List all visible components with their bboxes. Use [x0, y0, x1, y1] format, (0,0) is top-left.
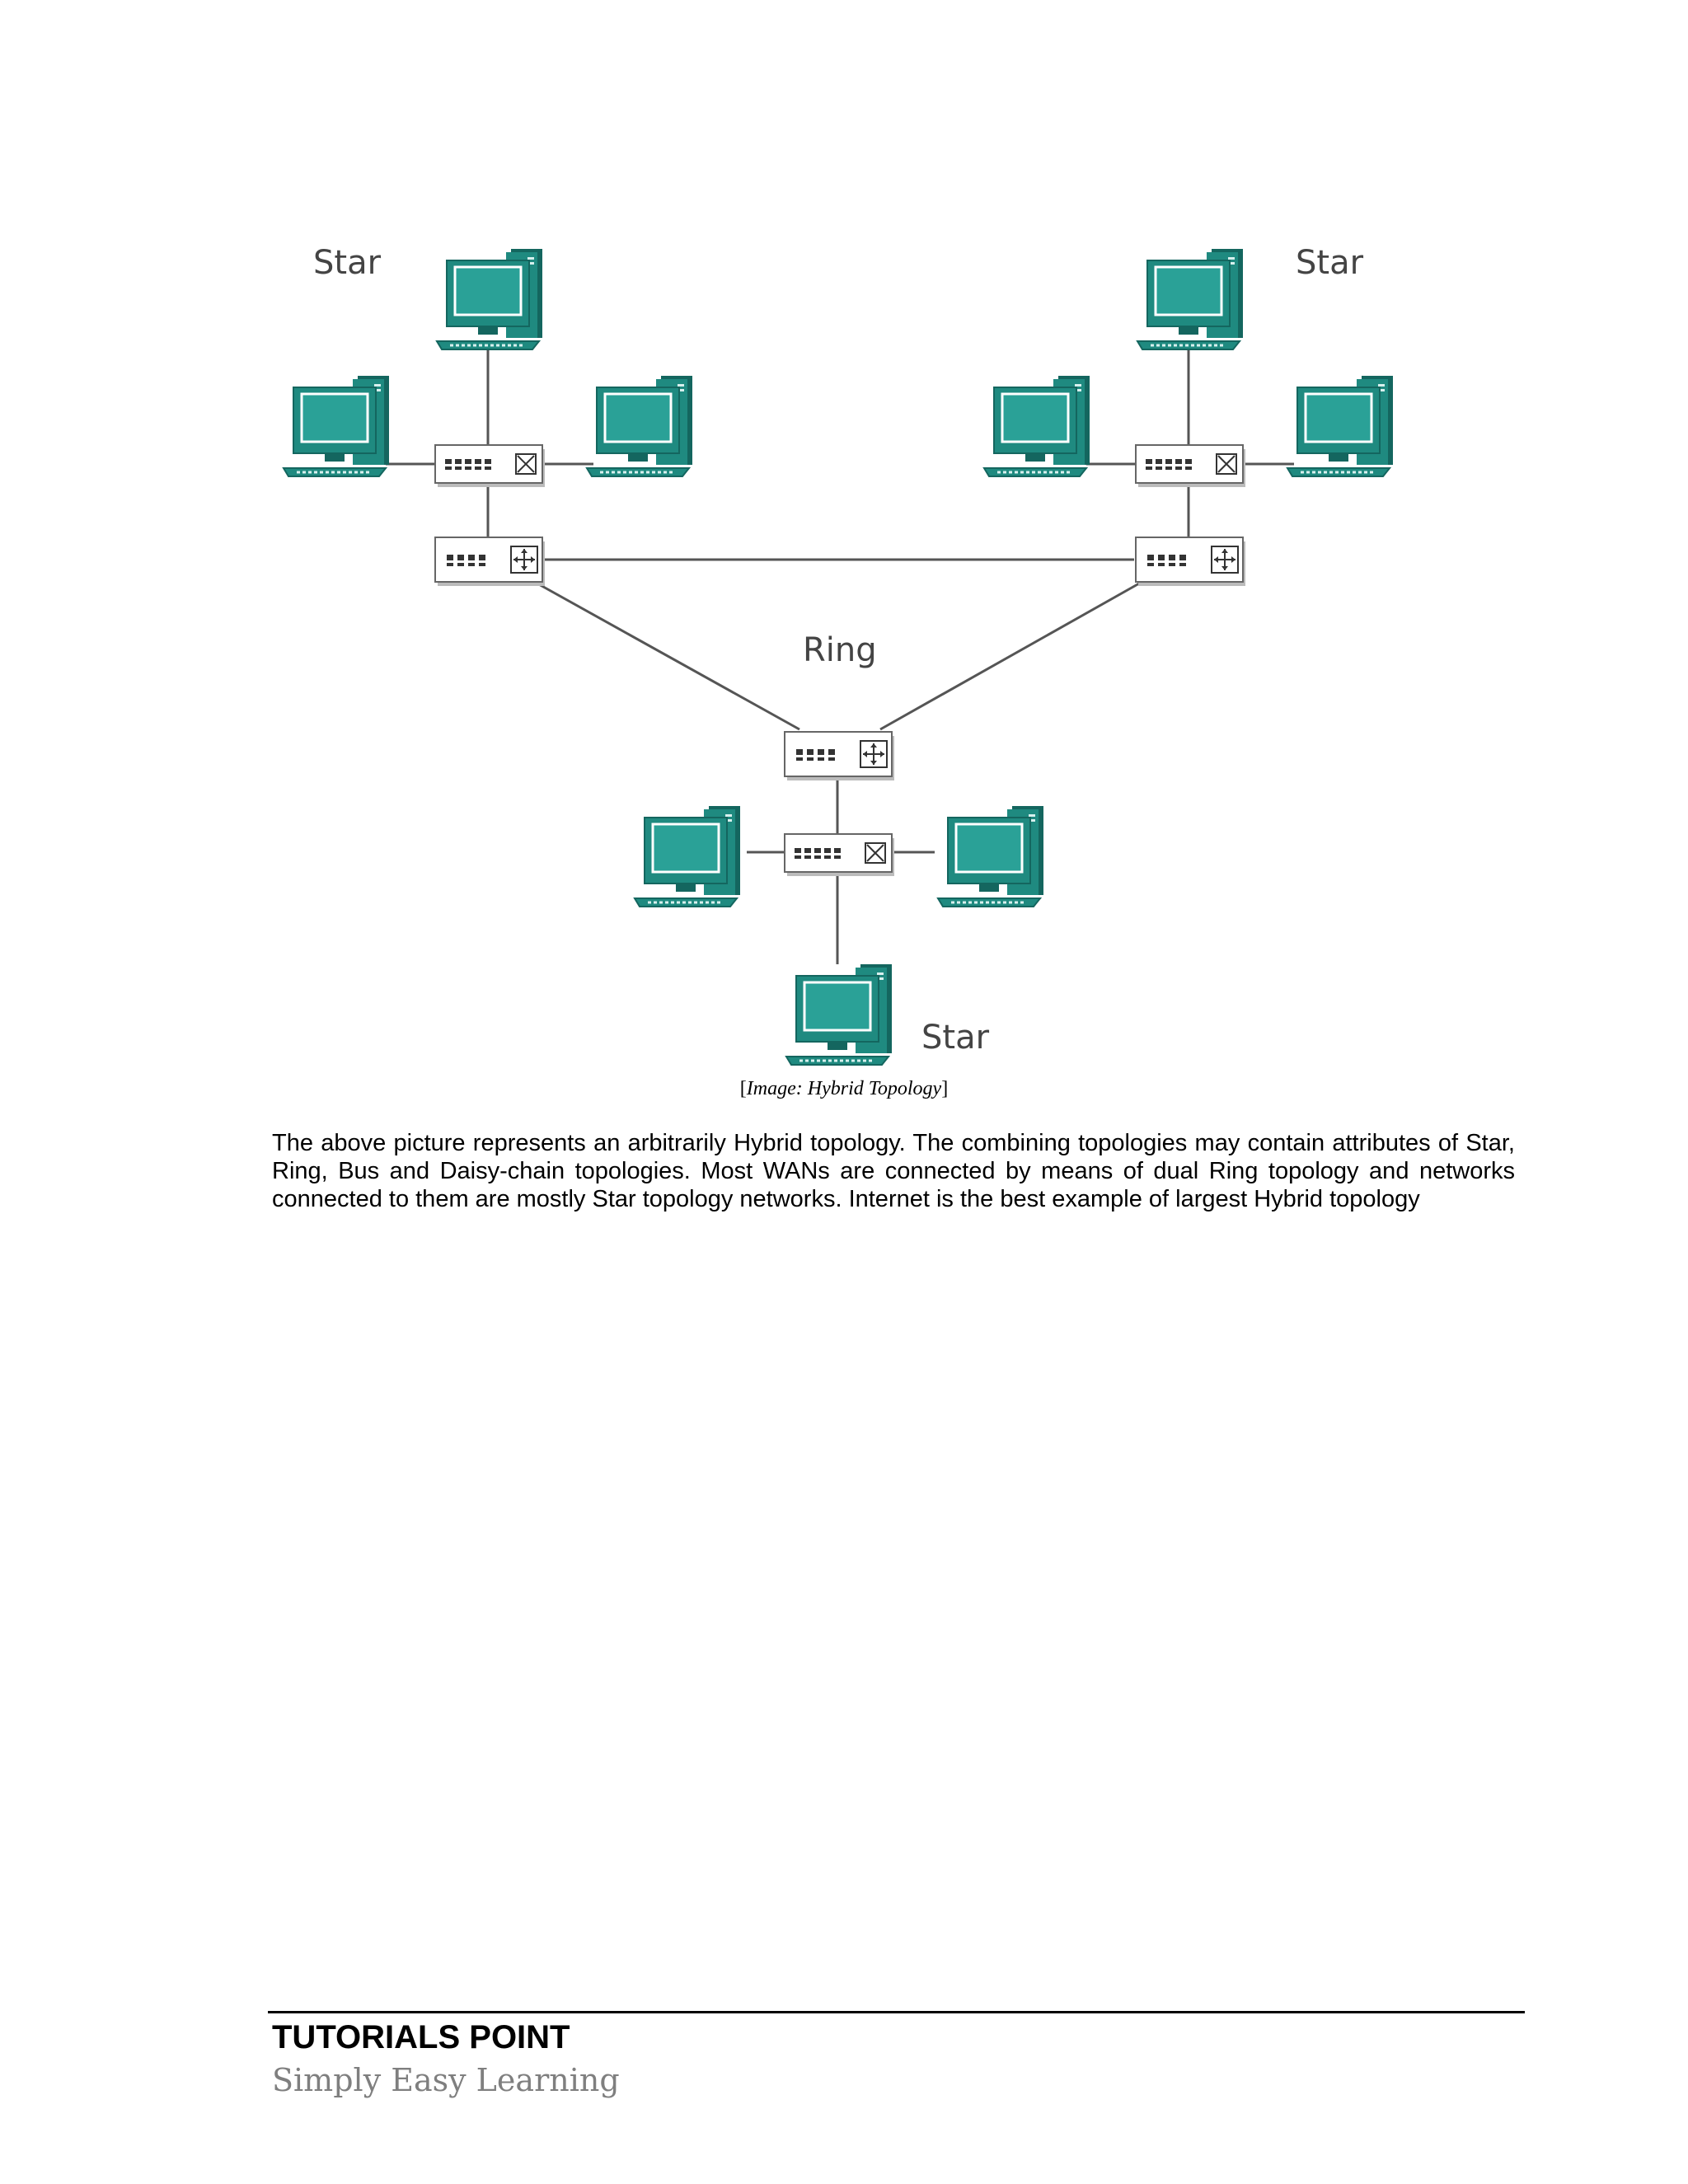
- computer-left-top: [435, 247, 544, 351]
- caption-open-bracket: [: [739, 1078, 747, 1099]
- computer-bottom-bottom: [785, 963, 893, 1066]
- hub-left: [434, 444, 546, 488]
- hub-bottom: [784, 833, 895, 877]
- network-links: [386, 344, 1294, 964]
- label-star-top-left: Star: [313, 244, 382, 282]
- computer-right-left: [982, 374, 1091, 478]
- caption-close-bracket: ]: [941, 1078, 949, 1099]
- computer-bottom-left: [633, 804, 742, 908]
- computer-right-top: [1136, 247, 1245, 351]
- router-right: [1135, 537, 1246, 587]
- computer-bottom-right: [936, 804, 1045, 908]
- footer-tagline: Simply Easy Learning: [272, 2062, 620, 2098]
- hub-right: [1135, 444, 1246, 488]
- footer-divider: [268, 2011, 1525, 2013]
- label-star-top-right: Star: [1296, 244, 1364, 282]
- caption-text: Image: Hybrid Topology: [746, 1078, 942, 1099]
- computer-left-right: [585, 374, 694, 478]
- router-left: [434, 537, 546, 587]
- hybrid-topology-diagram: Star Star Ring Star: [282, 244, 1395, 1066]
- computer-right-right: [1286, 374, 1395, 478]
- computer-left-left: [282, 374, 391, 478]
- figure-caption: [Image: Hybrid Topology]: [0, 1078, 1688, 1100]
- body-paragraph: The above picture represents an arbitrar…: [272, 1130, 1515, 1212]
- label-ring: Ring: [803, 631, 877, 669]
- router-bottom: [784, 731, 895, 781]
- footer-brand-title: TUTORIALS POINT: [272, 2019, 570, 2055]
- label-star-bottom: Star: [921, 1019, 990, 1057]
